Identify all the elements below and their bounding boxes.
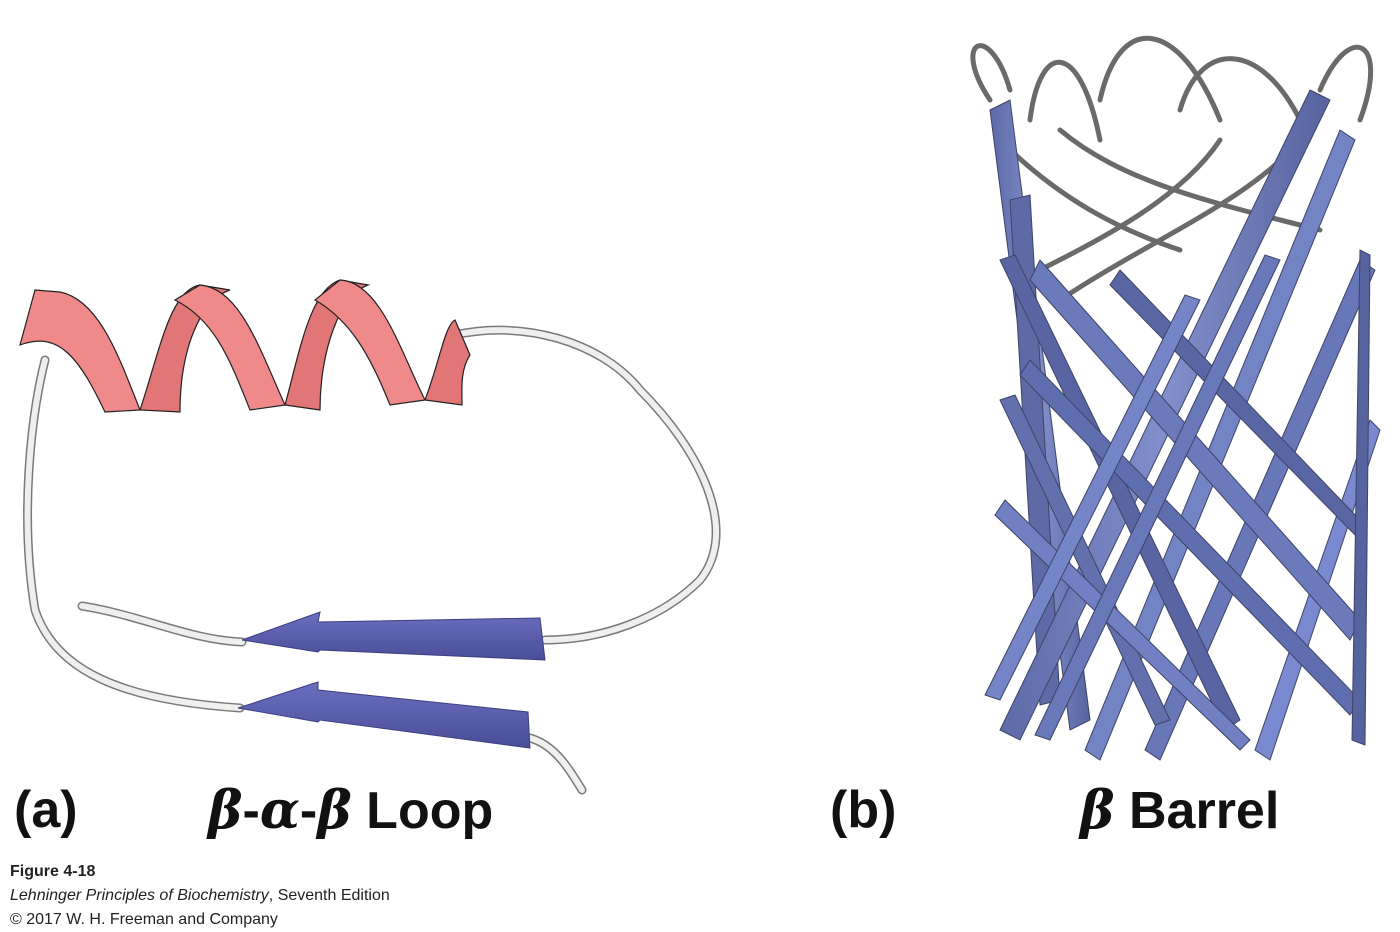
figure-caption: Figure 4-18 Lehninger Principles of Bioc… <box>10 860 390 932</box>
beta-strand-upper <box>241 611 546 661</box>
book-line: Lehninger Principles of Biochemistry, Se… <box>10 884 390 908</box>
panel-b-title: β Barrel <box>1080 780 1279 841</box>
beta-strand-lower <box>237 681 531 749</box>
panel-a-label: (a) <box>14 781 78 839</box>
barrel-strands <box>984 89 1381 761</box>
panel-b-title-word: Barrel <box>1114 782 1280 840</box>
panel-a-title: β-α-β Loop <box>208 780 493 841</box>
book-title: Lehninger Principles of Biochemistry <box>10 887 269 904</box>
panel-a-title-beta-2: β <box>317 780 352 841</box>
panel-a-title-sep-1: - <box>242 782 260 840</box>
panel-b-label: (b) <box>830 781 897 839</box>
book-edition: , Seventh Edition <box>268 887 390 904</box>
panel-b-title-beta: β <box>1080 780 1115 841</box>
alpha-helix <box>19 279 471 413</box>
panel-a-title-word: Loop <box>351 782 494 840</box>
panel-a-title-alpha: α <box>259 780 300 841</box>
beta-alpha-beta-loop-diagram <box>19 279 721 795</box>
coil-segment <box>23 325 721 795</box>
figure-number: Figure 4-18 <box>10 863 96 880</box>
panel-a-title-beta-1: β <box>208 780 243 841</box>
beta-barrel-diagram <box>970 35 1381 761</box>
panel-a-title-sep-2: - <box>299 782 318 840</box>
copyright-line: © 2017 W. H. Freeman and Company <box>10 911 278 928</box>
